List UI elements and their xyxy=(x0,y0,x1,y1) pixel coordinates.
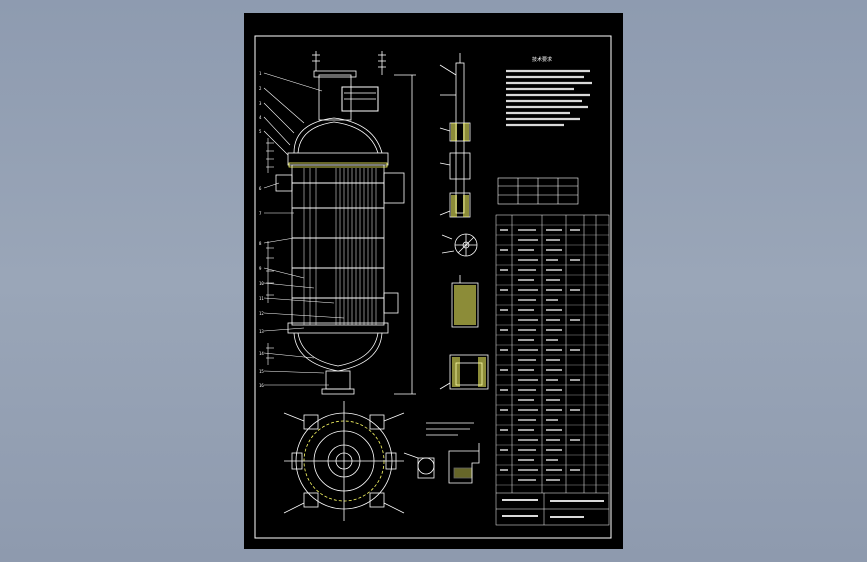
outer-border xyxy=(254,35,612,539)
svg-text:15: 15 xyxy=(259,369,264,374)
plan-view xyxy=(283,401,405,521)
svg-text:7: 7 xyxy=(259,211,262,216)
ref-marks: 1 2 3 4 5 6 7 8 9 10 11 12 13 14 15 16 xyxy=(259,71,264,388)
svg-text:14: 14 xyxy=(259,351,264,356)
spec-table xyxy=(497,177,579,205)
bottom-details xyxy=(403,422,480,484)
leader-lines xyxy=(263,72,345,386)
svg-text:4: 4 xyxy=(259,115,262,120)
detail-hatch xyxy=(451,123,486,387)
title-block xyxy=(502,499,604,518)
svg-text:6: 6 xyxy=(259,186,262,191)
detail-column xyxy=(439,53,489,390)
svg-text:11: 11 xyxy=(259,296,264,301)
technical-requirements: 技术要求 xyxy=(506,56,592,127)
svg-text:8: 8 xyxy=(259,241,262,246)
vessel-elevation xyxy=(275,51,416,395)
svg-text:13: 13 xyxy=(259,329,264,334)
parts-list xyxy=(495,214,610,526)
svg-text:2: 2 xyxy=(259,86,262,91)
svg-text:9: 9 xyxy=(259,266,262,271)
engineering-drawing: 1 2 3 4 5 6 7 8 9 10 11 12 13 14 15 16 xyxy=(254,35,612,539)
parts-list-rows xyxy=(496,224,609,486)
svg-text:3: 3 xyxy=(259,101,262,106)
svg-text:5: 5 xyxy=(259,129,262,134)
parts-list-text xyxy=(500,229,580,481)
drawing-sheet: 1 2 3 4 5 6 7 8 9 10 11 12 13 14 15 16 xyxy=(244,13,623,549)
svg-text:16: 16 xyxy=(259,383,264,388)
svg-text:1: 1 xyxy=(259,71,262,76)
svg-text:12: 12 xyxy=(259,311,264,316)
tube-bundle xyxy=(303,168,377,325)
svg-text:10: 10 xyxy=(259,281,264,286)
svg-text:技术要求: 技术要求 xyxy=(532,56,552,63)
